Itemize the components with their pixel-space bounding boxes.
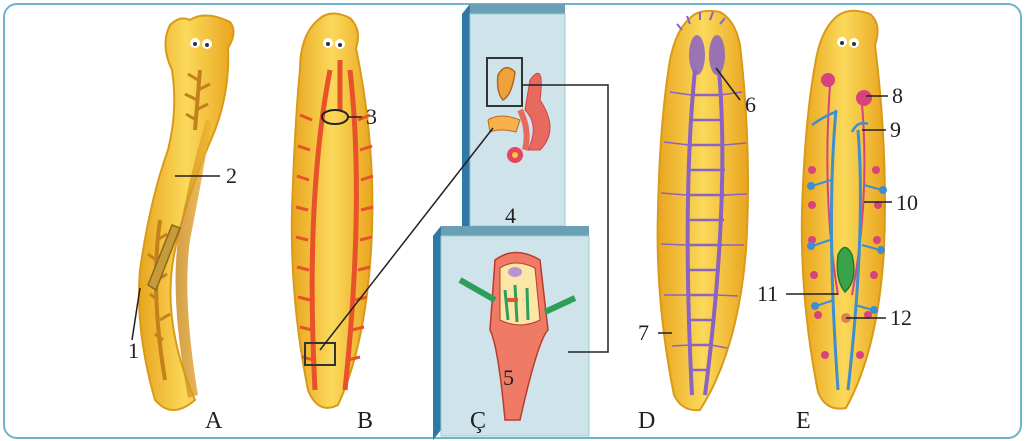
part-label-8: 8 [892, 83, 903, 108]
panel-label-d: D [638, 408, 655, 434]
part-label-1: 1 [128, 338, 139, 363]
worm-a [139, 15, 234, 410]
part-label-11: 11 [757, 281, 778, 306]
part-label-10: 10 [896, 190, 918, 215]
panel-label-c-cedilla: Ç [470, 408, 486, 434]
part-label-5: 5 [503, 365, 514, 390]
panel-label-a: A [205, 408, 223, 434]
part-label-6: 6 [745, 92, 756, 117]
part-label-9: 9 [890, 117, 901, 142]
worm-d [658, 11, 748, 410]
part-label-3: 3 [366, 104, 377, 129]
panel-label-b: B [357, 408, 373, 434]
part-label-7: 7 [638, 320, 649, 345]
part-label-12: 12 [890, 305, 912, 330]
worm-e [802, 11, 886, 409]
worm-b [292, 13, 373, 407]
part-label-2: 2 [226, 163, 237, 188]
panel-label-e: E [796, 408, 811, 434]
part-label-4: 4 [505, 203, 516, 228]
